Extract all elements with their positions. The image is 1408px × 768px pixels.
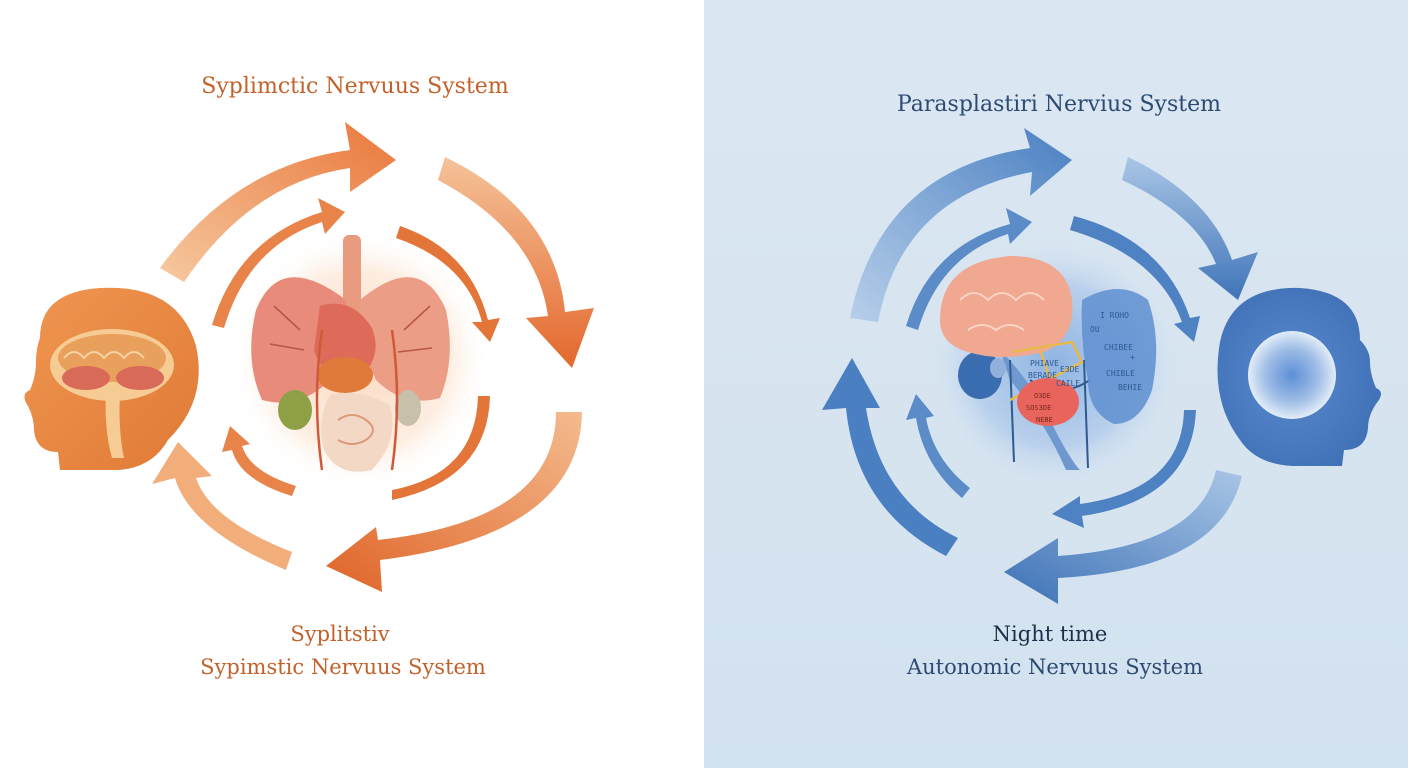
chart-note-2: BERADE: [1028, 371, 1057, 380]
inner-arrow-bottom-blue: [1052, 410, 1196, 528]
inner-arrow-top-blue: [906, 208, 1032, 330]
organ-note-1: I ROHO: [1100, 311, 1129, 320]
inner-arrow-bottom: [392, 396, 490, 500]
organ-note-5: CHIBLE: [1106, 369, 1135, 378]
outer-arrow-right: [438, 157, 594, 368]
chart-note-4: CAILE: [1056, 379, 1080, 388]
organ-note-2: OU: [1090, 325, 1100, 334]
outer-arrow-bottom: [326, 412, 582, 592]
inner-arrow-top: [212, 198, 345, 328]
organ-note-3: CHIBEE: [1104, 343, 1133, 352]
sympathetic-caption-line2: Sypimstic Nervuus System: [200, 655, 486, 679]
sympathetic-caption-line1: Syplitstiv: [290, 622, 390, 646]
parasympathetic-head-icon: [1217, 287, 1381, 466]
parasympathetic-caption-line1: Night time: [992, 622, 1108, 646]
outer-arrow-bottom-blue: [1004, 470, 1242, 604]
inner-arrow-left: [222, 426, 296, 496]
outer-arrow-left-blue: [822, 358, 958, 556]
sympathetic-title: Syplimctic Nervuus System: [201, 74, 509, 99]
parasympathetic-title: Parasplastiri Nervius System: [896, 92, 1222, 117]
chart-note-3: E3DE: [1060, 365, 1079, 374]
outer-arrow-left: [152, 442, 292, 570]
parasympathetic-caption-line2: Autonomic Nervuus System: [906, 655, 1204, 679]
tag-note-1: O3DE: [1034, 392, 1051, 400]
organ-note-4: +: [1130, 353, 1135, 362]
sympathetic-organs-icon: [251, 235, 450, 472]
parasympathetic-organs-icon: [940, 256, 1157, 470]
inner-arrow-right-blue: [1070, 216, 1200, 342]
inner-arrow-right: [396, 226, 500, 342]
tag-note-3: NEBE: [1036, 416, 1053, 424]
chart-note-1: PHIAVE: [1030, 359, 1059, 368]
organ-note-6: BEHIE: [1118, 383, 1142, 392]
tag-note-2: SOS3DE: [1026, 404, 1051, 412]
inner-arrow-left-blue: [906, 394, 970, 498]
outer-arrow-right-blue: [1122, 157, 1258, 300]
outer-arrow-top-blue: [850, 128, 1072, 322]
outer-arrow-top: [160, 122, 396, 282]
sympathetic-head-icon: [24, 287, 199, 470]
